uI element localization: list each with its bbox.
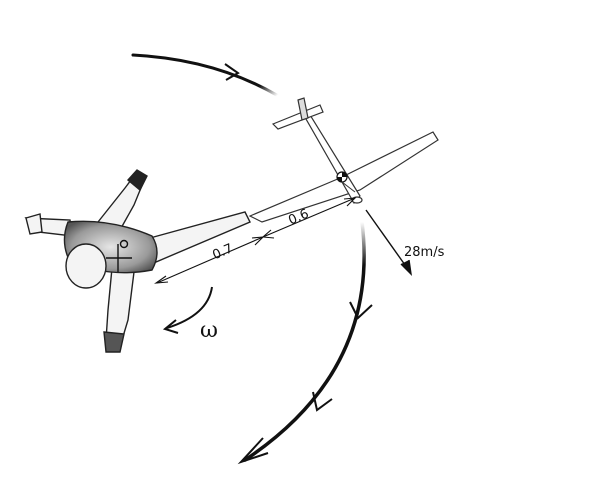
dimension-line-outer	[262, 197, 356, 238]
angular-velocity-arrow-head-icon	[162, 319, 179, 334]
dimension-line-inner	[156, 236, 264, 284]
dimension-arrow-outer-start-icon	[261, 229, 275, 239]
arrow-head-end-icon	[237, 437, 269, 465]
arrow-head-top-icon	[224, 63, 240, 81]
angular-velocity-label: ω	[200, 318, 218, 343]
pilot-left-foot	[103, 331, 125, 353]
center-of-gravity-icon	[336, 171, 348, 183]
flight-path-arc-top	[131, 53, 302, 112]
flight-path	[131, 53, 373, 465]
velocity-vector	[365, 209, 412, 276]
pilot-figure	[24, 169, 251, 353]
length-outer-label: 0.6	[286, 207, 311, 229]
speed-label: 28m/s	[404, 245, 445, 260]
pivot-point-icon	[106, 239, 132, 272]
angular-velocity-arrow	[162, 286, 213, 334]
dimension-arrow-outer-end-icon	[343, 197, 357, 207]
length-inner-label: 0.7	[210, 241, 235, 263]
velocity-arrow-head-icon	[400, 259, 412, 276]
control-line	[341, 181, 356, 193]
dimension-lines	[154, 197, 357, 284]
pilot-hand-left	[25, 213, 43, 235]
pilot-right-foot	[126, 169, 148, 192]
glider-fin	[297, 97, 309, 121]
glider	[248, 97, 439, 223]
arrow-head-lower-icon	[312, 391, 333, 412]
dimension-arrow-inner-start-icon	[154, 275, 169, 284]
arrow-head-mid-icon	[349, 301, 373, 320]
pilot-head	[65, 243, 107, 289]
flight-path-arc-bottom	[243, 220, 366, 462]
pilot-left-leg	[105, 267, 135, 341]
